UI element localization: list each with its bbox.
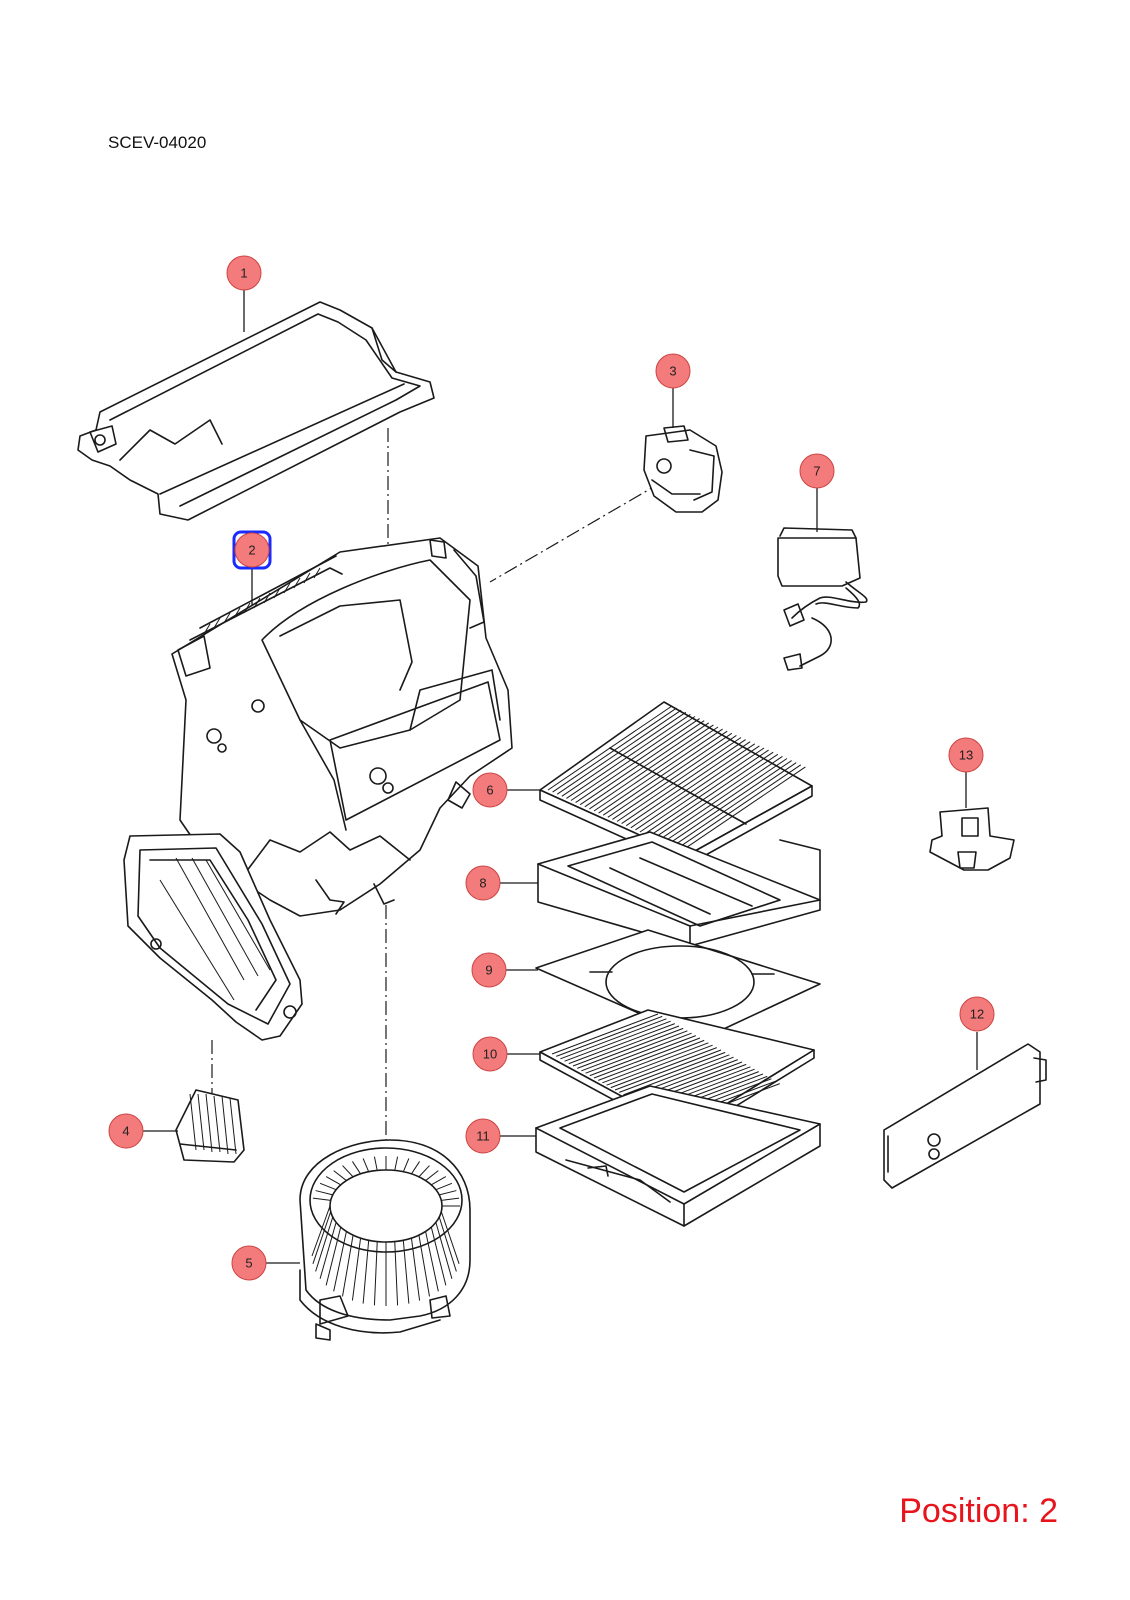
callout-circle[interactable] xyxy=(472,1036,508,1072)
callout-circle[interactable] xyxy=(226,255,262,291)
position-label: Position: 2 xyxy=(899,1492,1058,1530)
callout-1[interactable]: 1 xyxy=(226,255,262,291)
alignment-lines xyxy=(211,428,663,1160)
callout-circle[interactable] xyxy=(231,1245,267,1281)
callout-5[interactable]: 5 xyxy=(231,1245,267,1281)
callout-circle[interactable] xyxy=(959,996,995,1032)
part-5-blower-motor[interactable] xyxy=(299,1139,471,1341)
callout-circle[interactable] xyxy=(471,952,507,988)
callout-circle[interactable] xyxy=(465,1118,501,1154)
selected-callout-ring xyxy=(232,530,272,570)
callout-13[interactable]: 13 xyxy=(948,737,984,773)
part-4-resistor[interactable] xyxy=(175,1089,245,1163)
callout-3[interactable]: 3 xyxy=(655,353,691,389)
part-6-filter[interactable] xyxy=(539,701,813,867)
part-2-side-duct xyxy=(123,833,303,1041)
part-1-upper-cover[interactable] xyxy=(77,301,435,521)
callout-11[interactable]: 11 xyxy=(465,1118,501,1154)
callout-circle[interactable] xyxy=(655,353,691,389)
part-3-actuator[interactable] xyxy=(643,425,723,513)
callout-4[interactable]: 4 xyxy=(108,1113,144,1149)
callout-circle[interactable] xyxy=(472,772,508,808)
callout-circle[interactable] xyxy=(948,737,984,773)
callout-8[interactable]: 8 xyxy=(465,865,501,901)
callout-circle[interactable] xyxy=(465,865,501,901)
part-8-frame[interactable] xyxy=(537,831,821,947)
callout-circle[interactable] xyxy=(234,532,270,568)
callout-circle[interactable] xyxy=(108,1113,144,1149)
callout-2[interactable]: 2 xyxy=(232,530,272,570)
callout-7[interactable]: 7 xyxy=(799,453,835,489)
part-12-side-cover[interactable] xyxy=(883,1043,1047,1189)
callout-6[interactable]: 6 xyxy=(472,772,508,808)
part-11-tray[interactable] xyxy=(535,1085,821,1227)
part-2-housing[interactable] xyxy=(171,537,513,917)
callout-10[interactable]: 10 xyxy=(472,1036,508,1072)
callout-12[interactable]: 12 xyxy=(959,996,995,1032)
callout-9[interactable]: 9 xyxy=(471,952,507,988)
diagram-code: SCEV-04020 xyxy=(108,133,207,152)
callout-circle[interactable] xyxy=(799,453,835,489)
part-13-module[interactable] xyxy=(929,807,1015,871)
leader-lines xyxy=(143,290,978,1264)
part-7-wiring-module[interactable] xyxy=(777,527,868,671)
